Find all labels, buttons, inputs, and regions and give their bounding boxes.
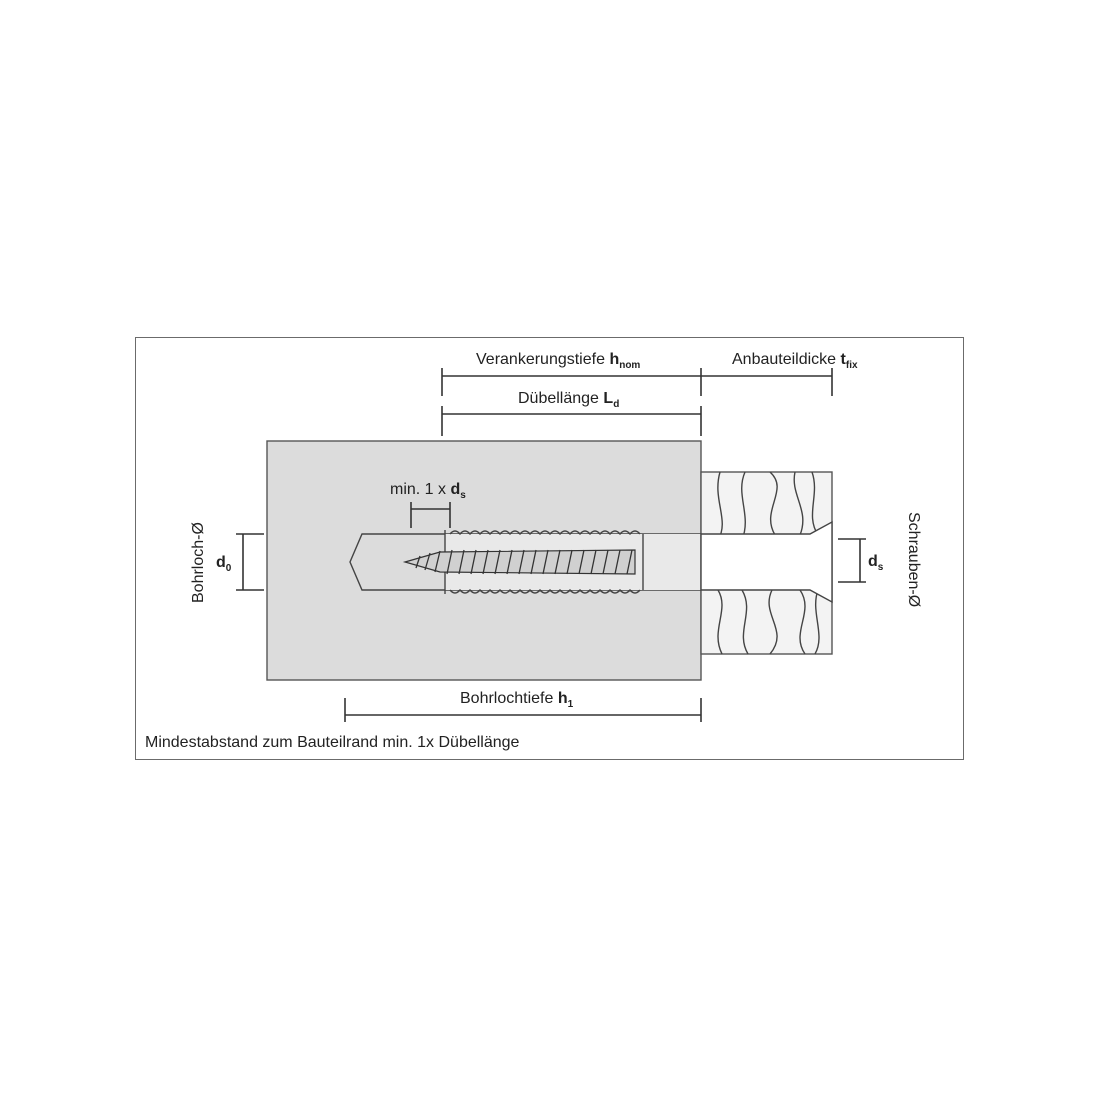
dim-anchor-length (441, 406, 702, 436)
dim-attachment-thickness (701, 368, 833, 396)
dim-hole-depth (344, 698, 702, 722)
label-anchoring-depth: Verankerungstiefe hnom (476, 351, 640, 371)
wood-attachment (700, 471, 833, 655)
label-hole-diameter-symbol: d0 (216, 554, 232, 574)
label-hole-depth: Bohrlochtiefe h1 (460, 690, 574, 710)
label-hole-diameter: Bohrloch-Ø (190, 522, 207, 603)
edge-distance-note: Mindestabstand zum Bauteilrand min. 1x D… (145, 734, 520, 751)
label-screw-diameter: Schrauben-Ø (905, 512, 922, 607)
screw (402, 549, 636, 575)
label-attachment-thickness: Anbauteildicke tfix (732, 351, 858, 371)
dim-screw-diameter (838, 538, 866, 583)
label-anchor-length: Dübellänge Ld (518, 390, 619, 410)
dim-anchoring-depth (441, 368, 702, 396)
label-screw-diameter-symbol: ds (868, 553, 884, 573)
dim-hole-diameter (236, 533, 264, 591)
dim-min-spacing (410, 502, 451, 528)
label-min-spacing: min. 1 x ds (390, 481, 466, 501)
